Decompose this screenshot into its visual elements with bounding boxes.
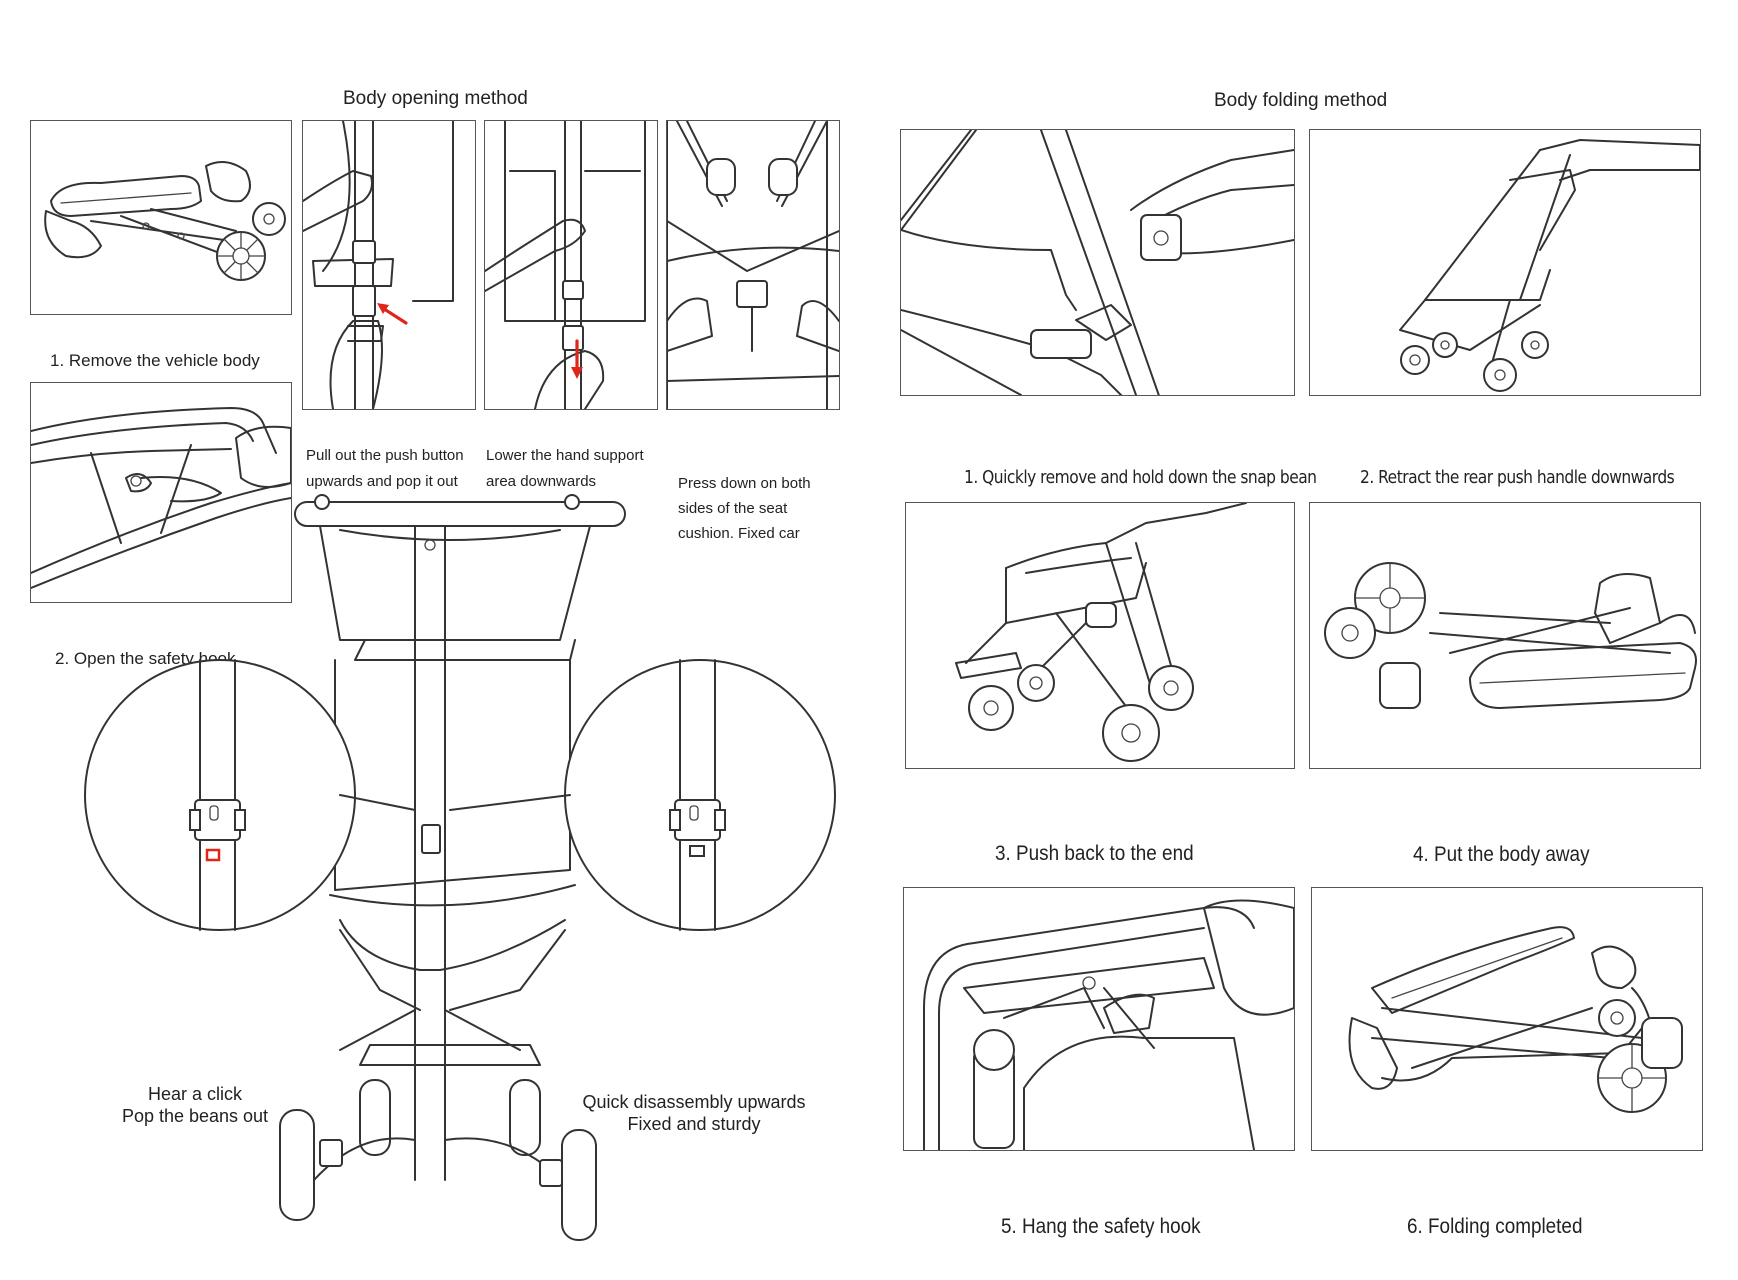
pull-caption-line1: Pull out the push button [306, 447, 464, 464]
lower-handle-caption: Lower the hand support area downwards [486, 443, 644, 495]
fold-step4-caption: 4. Put the body away [1413, 843, 1590, 866]
image-fold-step1 [900, 129, 1295, 396]
image-fold-step6 [1311, 887, 1703, 1151]
press-caption-line2: sides of the seat [678, 500, 788, 517]
fold-step6-caption: 6. Folding completed [1407, 1215, 1583, 1238]
lower-caption-line1: Lower the hand support [486, 447, 644, 464]
pull-caption-line2: upwards and pop it out [306, 473, 458, 490]
fold-step2-caption: 2. Retract the rear push handle downward… [1360, 467, 1675, 488]
quick-caption-line1: Quick disassembly upwards [582, 1092, 806, 1112]
quick-caption: Quick disassembly upwards Fixed and stur… [574, 1091, 814, 1135]
fold-step1-caption: 1. Quickly remove and hold down the snap… [964, 467, 1317, 488]
image-stroller-rear-view [84, 494, 836, 1241]
opening-title: Body opening method [343, 88, 528, 109]
quick-caption-line2: Fixed and sturdy [627, 1114, 761, 1134]
opening-step1-caption: 1. Remove the vehicle body [50, 351, 260, 370]
fold-step3-caption: 3. Push back to the end [995, 842, 1194, 865]
image-fold-step5 [903, 887, 1295, 1151]
image-folded-stroller [30, 120, 292, 315]
image-safety-hook [30, 382, 292, 603]
press-caption-line1: Press down on both [678, 475, 811, 492]
image-fold-step3 [905, 502, 1295, 769]
pull-button-caption: Pull out the push button upwards and pop… [306, 443, 464, 495]
image-pull-button [302, 120, 476, 410]
click-caption-line2: Pop the beans out [121, 1106, 269, 1126]
click-caption-line1: Hear a click [147, 1084, 243, 1104]
folding-title: Body folding method [1214, 90, 1388, 111]
fold-step5-caption: 5. Hang the safety hook [1001, 1215, 1201, 1238]
image-fold-step2 [1309, 129, 1701, 396]
press-cushion-caption: Press down on both sides of the seat cus… [678, 471, 811, 546]
image-lower-handle [484, 120, 658, 410]
press-caption-line3: cushion. Fixed car [678, 525, 800, 542]
image-fold-step4 [1309, 502, 1701, 769]
click-caption: Hear a click Pop the beans out [110, 1083, 280, 1127]
lower-caption-line2: area downwards [486, 473, 597, 490]
image-press-cushion [666, 120, 840, 410]
